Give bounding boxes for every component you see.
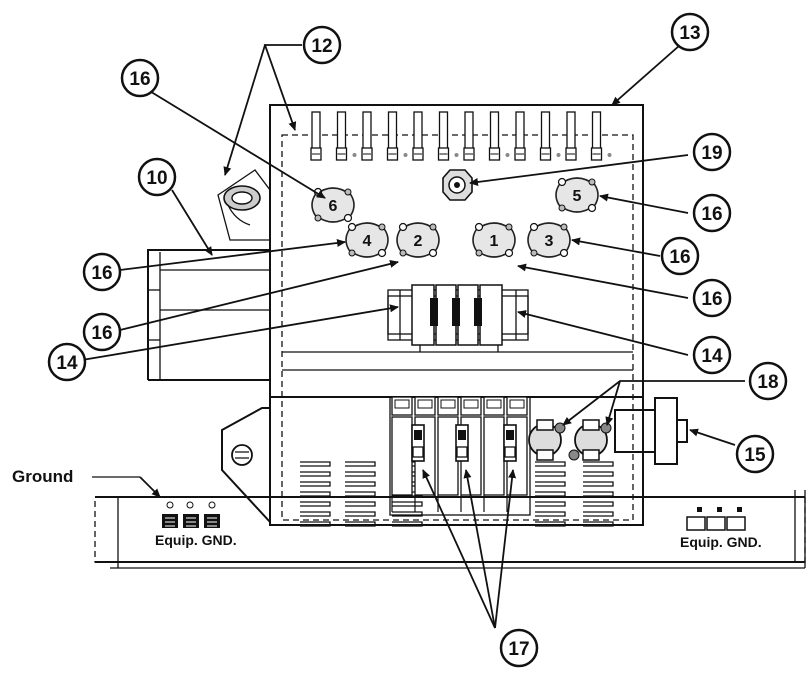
callout-16: 16 xyxy=(82,252,122,292)
callout-number: 12 xyxy=(311,36,332,57)
callout-number: 15 xyxy=(744,445,766,466)
breaker-1: 1 xyxy=(472,222,516,258)
indicator-lamp xyxy=(442,169,473,201)
callout-15: 15 xyxy=(735,434,775,474)
breaker-2: 2 xyxy=(396,222,440,258)
side-panel xyxy=(147,249,270,381)
callout-number: 16 xyxy=(91,323,112,344)
side-connector xyxy=(614,397,688,465)
ground-label: Ground xyxy=(12,467,73,486)
circuit-breakers: 6 4 2 1 3 5 xyxy=(311,177,599,258)
callout-18: 18 xyxy=(748,361,788,401)
breaker-number: 4 xyxy=(363,233,372,250)
callout-16: 16 xyxy=(692,278,732,318)
breaker-number: 6 xyxy=(329,198,338,215)
callout-number: 14 xyxy=(701,346,723,367)
callout-16: 16 xyxy=(120,58,160,98)
callout-14: 14 xyxy=(47,342,87,382)
breaker-number: 1 xyxy=(490,233,499,250)
breaker-number: 2 xyxy=(414,233,423,250)
equip-gnd-left-label: Equip. GND. xyxy=(155,532,237,548)
fuse-bank xyxy=(389,396,531,516)
vent-slots-right xyxy=(535,461,614,527)
callout-16: 16 xyxy=(692,193,732,233)
leader-lines xyxy=(81,37,745,629)
callout-number: 16 xyxy=(701,289,722,310)
callout-16: 16 xyxy=(660,236,700,276)
callout-number: 14 xyxy=(56,353,78,374)
lamp-sockets xyxy=(528,419,612,461)
terminal-strip xyxy=(310,111,612,161)
callout-16: 16 xyxy=(82,312,122,352)
cable-grommet xyxy=(217,169,271,241)
callout-17: 17 xyxy=(499,628,539,668)
callout-number: 13 xyxy=(679,23,700,44)
breaker-number: 5 xyxy=(573,188,582,205)
callout-13: 13 xyxy=(670,12,710,52)
callout-number: 19 xyxy=(701,143,722,164)
callout-number: 16 xyxy=(91,263,112,284)
callout-14: 14 xyxy=(692,335,732,375)
callout-number: 17 xyxy=(508,639,529,660)
relay-block xyxy=(387,284,529,352)
callout-10: 10 xyxy=(137,157,177,197)
base-chassis xyxy=(94,490,806,569)
callout-number: 16 xyxy=(129,69,150,90)
callout-number: 10 xyxy=(146,168,167,189)
callout-12: 12 xyxy=(302,25,342,65)
main-panel xyxy=(269,104,644,526)
mounting-bracket xyxy=(221,407,271,525)
ground-terminals-right: Equip. GND. xyxy=(680,507,762,550)
callout-number: 18 xyxy=(757,372,778,393)
callout-19: 19 xyxy=(692,132,732,172)
breaker-number: 3 xyxy=(545,233,554,250)
breaker-4: 4 xyxy=(345,222,389,258)
breaker-5: 5 xyxy=(555,177,599,213)
callout-number: 16 xyxy=(669,247,690,268)
ground-terminals-left: Equip. GND. xyxy=(155,501,237,548)
callout-number: 16 xyxy=(701,204,722,225)
equip-gnd-right-label: Equip. GND. xyxy=(680,534,762,550)
breaker-3: 3 xyxy=(527,222,571,258)
